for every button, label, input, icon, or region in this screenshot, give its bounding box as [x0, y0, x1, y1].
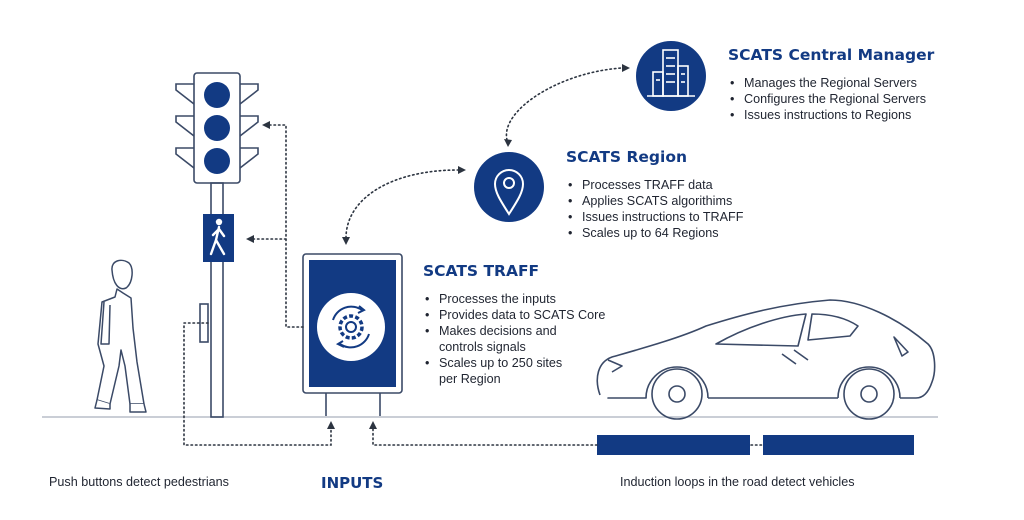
traff-title: SCATS TRAFF	[423, 262, 540, 280]
person-icon	[94, 259, 147, 413]
traff-list: Processes the inputsProvides data to SCA…	[423, 291, 605, 387]
list-item: Applies SCATS algorithims	[566, 193, 743, 209]
arrowhead	[504, 139, 512, 147]
arrowhead	[458, 166, 466, 174]
list-item: Issues instructions to Regions	[728, 107, 934, 123]
list-item: Scales up to 64 Regions	[566, 225, 743, 241]
arrowhead	[246, 235, 254, 243]
region-title: SCATS Region	[566, 148, 688, 166]
induction-loops-caption: Induction loops in the road detect vehic…	[620, 475, 855, 489]
induction-loop-2	[763, 435, 914, 455]
list-item: Processes TRAFF data	[566, 177, 743, 193]
arrowhead	[369, 421, 377, 429]
list-item: Manages the Regional Servers	[728, 75, 934, 91]
traffic-light-icon	[175, 72, 259, 418]
pushbutton-to-cabinet-line	[183, 322, 332, 446]
cabinet-to-region-line	[345, 169, 459, 239]
location-pin-icon	[474, 152, 544, 222]
central-manager-block: SCATS Central Manager Manages the Region…	[728, 46, 934, 123]
region-block: SCATS Region Processes TRAFF dataApplies…	[566, 148, 743, 241]
building-icon	[636, 41, 706, 111]
list-item: Processes the inputs	[423, 291, 605, 307]
loop-to-cabinet-line	[372, 427, 598, 446]
central-manager-list: Manages the Regional ServersConfigures t…	[728, 75, 934, 123]
traff-block: SCATS TRAFF Processes the inputsProvides…	[423, 262, 605, 387]
induction-loop-1	[597, 435, 750, 455]
arrowhead	[327, 421, 335, 429]
list-item: Issues instructions to TRAFF	[566, 209, 743, 225]
region-list: Processes TRAFF dataApplies SCATS algori…	[566, 177, 743, 241]
list-item: Configures the Regional Servers	[728, 91, 934, 107]
region-to-manager-line	[505, 67, 623, 141]
pedestrian-icon	[203, 214, 234, 262]
gear-cycle-icon	[317, 293, 385, 361]
car-icon	[596, 299, 936, 420]
arrowhead	[342, 237, 350, 245]
list-item: Provides data to SCATS Core	[423, 307, 605, 323]
arrowhead	[622, 64, 630, 72]
push-buttons-caption: Push buttons detect pedestrians	[49, 475, 229, 489]
cabinet-to-light-line	[267, 124, 304, 328]
arrowhead	[262, 121, 270, 129]
central-manager-title: SCATS Central Manager	[728, 46, 935, 64]
inputs-label: INPUTS	[321, 474, 384, 492]
